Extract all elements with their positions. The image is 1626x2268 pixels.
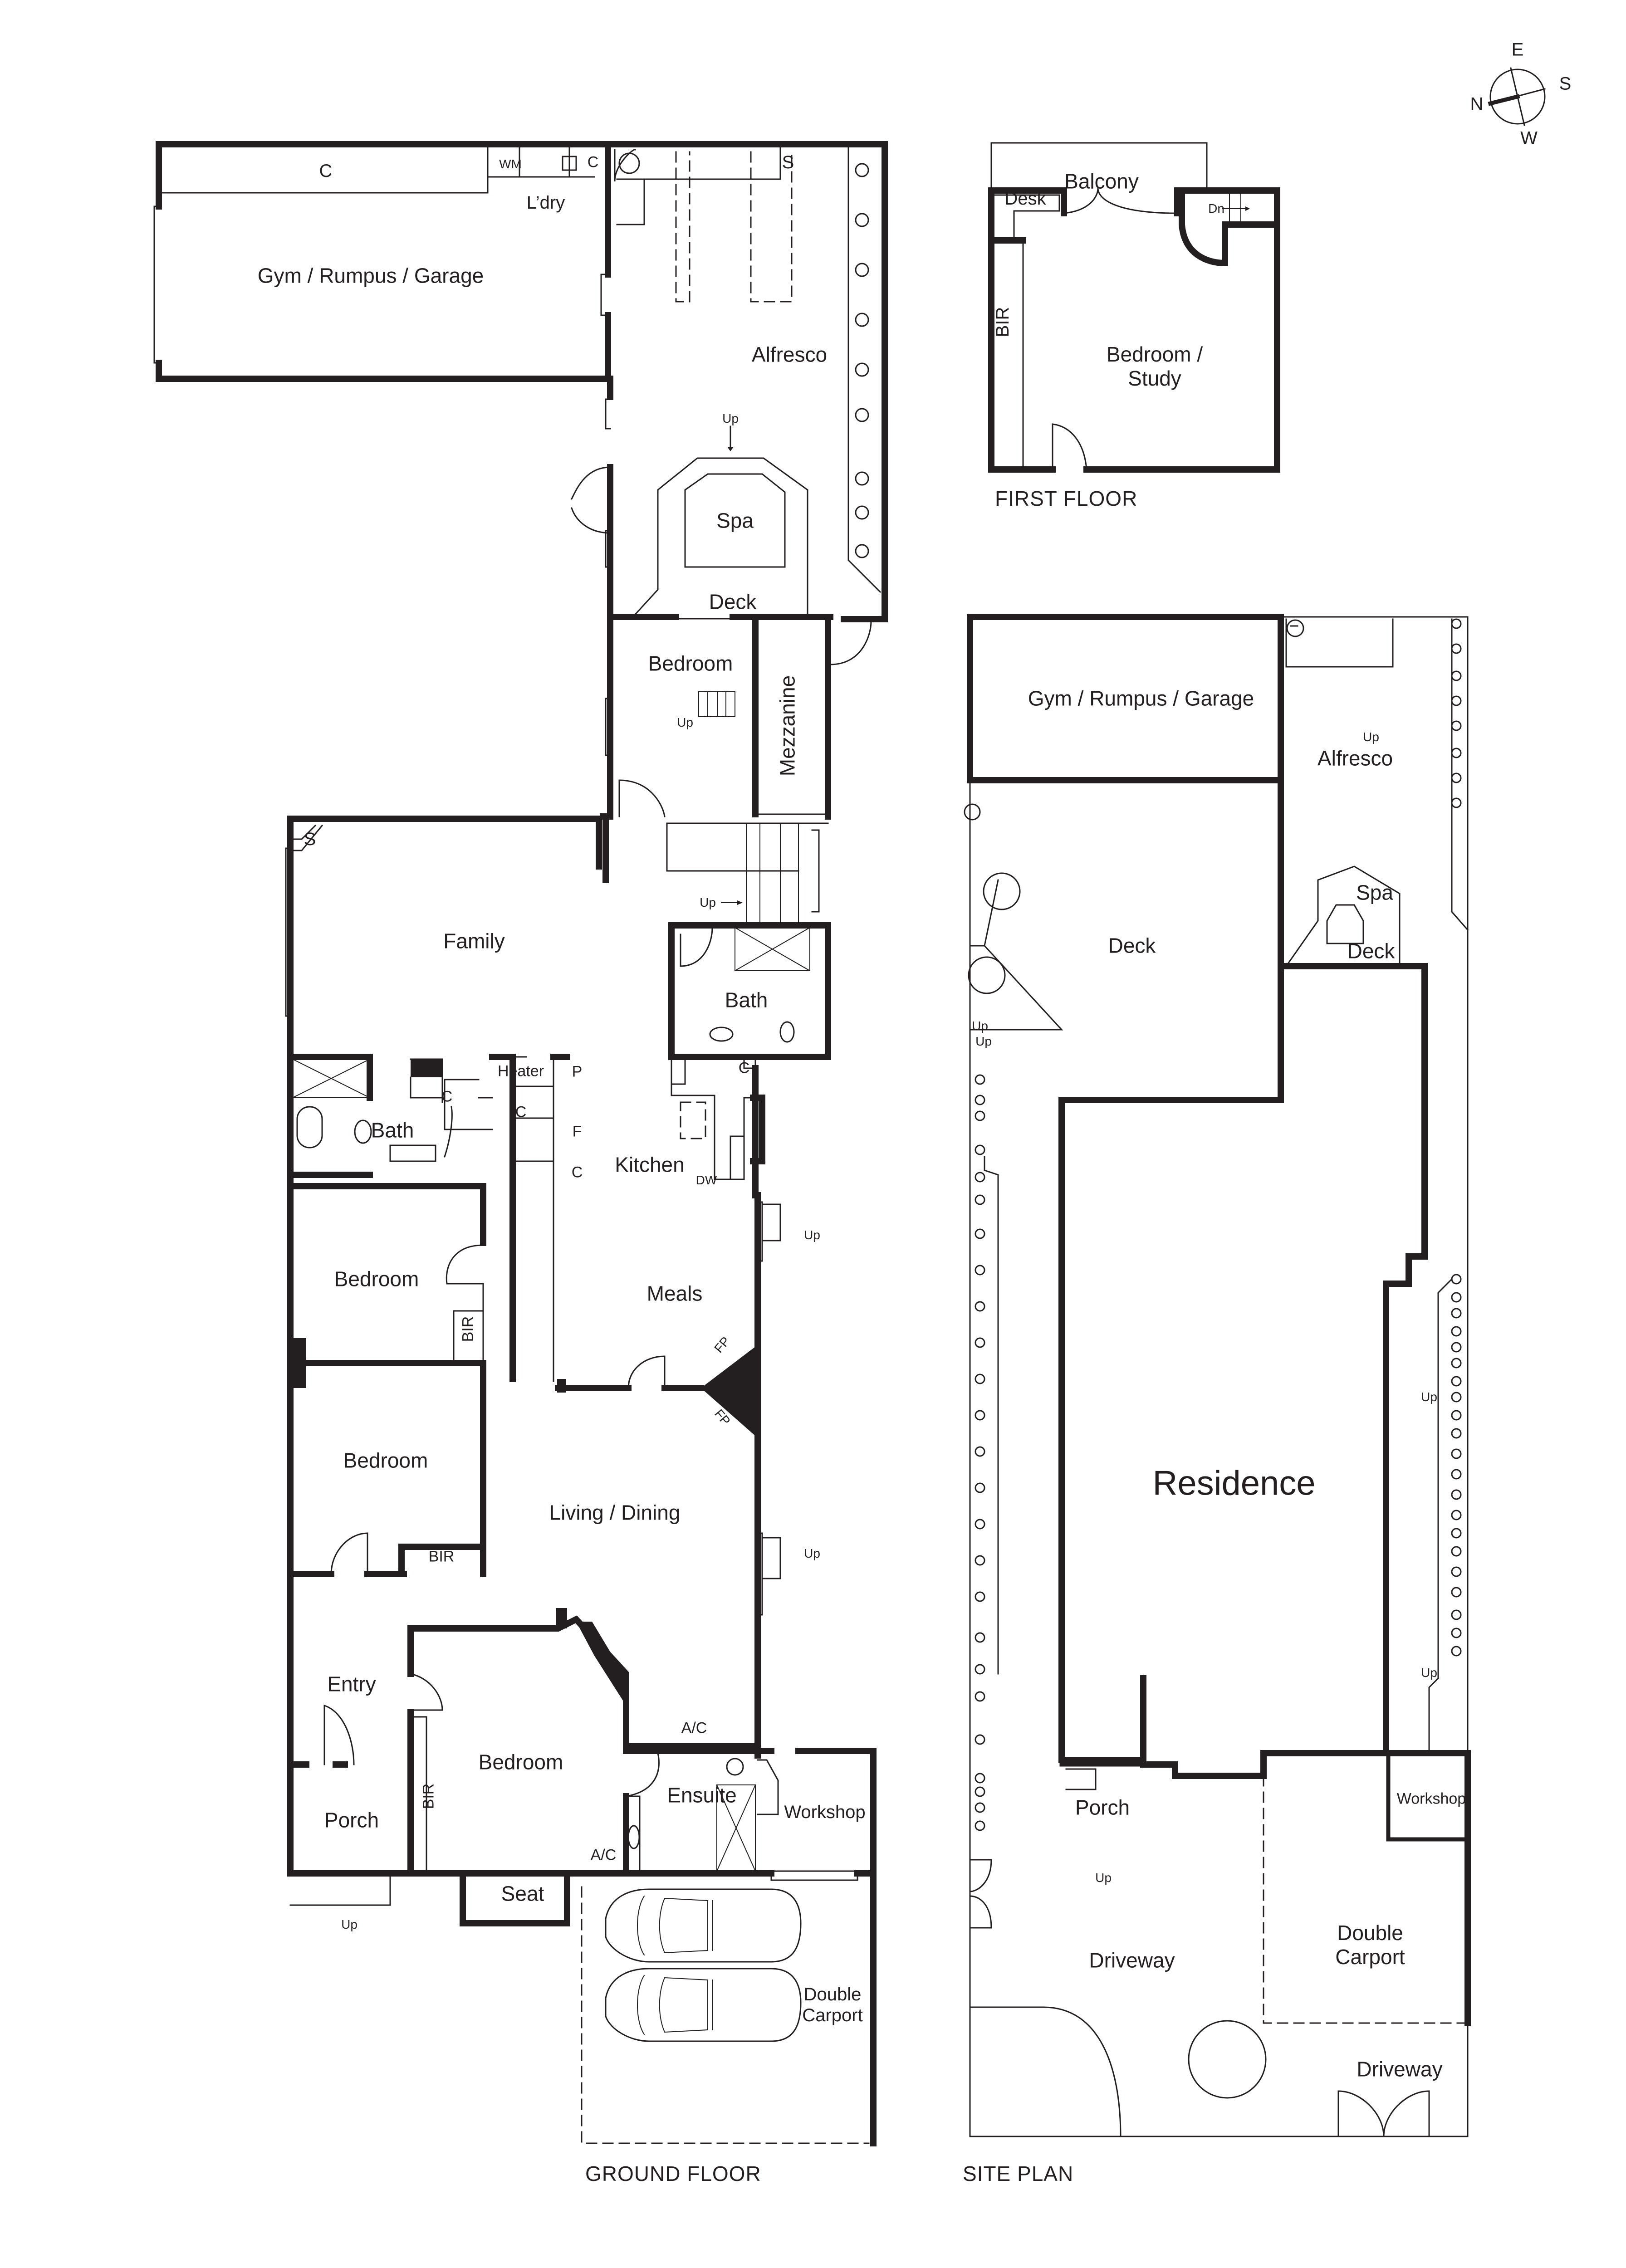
alfresco-label: Alfresco — [751, 342, 828, 367]
master-bedroom-label: Bedroom — [478, 1750, 563, 1774]
porch-up-label: Up — [341, 1917, 358, 1931]
compass-north-label: N — [1470, 94, 1484, 114]
site-spa-deck-label: Deck — [1347, 939, 1395, 963]
car-icon — [605, 1888, 802, 2042]
site-path-up-label: Up — [975, 1034, 992, 1048]
site-spa-up-label: Up — [1363, 729, 1379, 744]
family-storage-label: S — [304, 829, 316, 849]
alfresco-storage-label: S — [782, 152, 794, 172]
site-side-up-label: Up — [1421, 1389, 1437, 1404]
bedroom-3-bir-label: BIR — [428, 1548, 455, 1565]
ground-floor-walls — [153, 141, 888, 2146]
site-plan-walls — [967, 614, 1471, 2137]
porch-label: Porch — [324, 1808, 379, 1832]
workshop-label: Workshop — [784, 1802, 866, 1822]
ground-floor-title: GROUND FLOOR — [585, 2162, 761, 2185]
washing-machine-label: WM — [499, 156, 522, 171]
first-floor-title: FIRST FLOOR — [995, 487, 1138, 510]
compass-east-label: E — [1511, 39, 1524, 60]
site-driveway-2-label: Driveway — [1357, 2057, 1443, 2081]
bedroom-2-bir-label: BIR — [459, 1316, 477, 1342]
kitchen-label: Kitchen — [615, 1153, 685, 1177]
mezzanine-label: Mezzanine — [775, 675, 799, 777]
site-spa-label: Spa — [1356, 880, 1393, 904]
site-carport-label: Double Carport — [1335, 1921, 1405, 1969]
hall-cupboard-label: C — [515, 1103, 527, 1121]
ac-unit-label: A/C — [681, 1719, 707, 1737]
bedroom-3-label: Bedroom — [343, 1448, 428, 1472]
spa-up-label: Up — [722, 411, 739, 425]
gym-rumpus-garage-label: Gym / Rumpus / Garage — [257, 264, 484, 288]
entry-label: Entry — [327, 1672, 376, 1696]
site-gym-rumpus-garage-label: Gym / Rumpus / Garage — [1028, 686, 1254, 710]
balcony-label: Balcony — [1064, 169, 1139, 193]
living-dining-label: Living / Dining — [549, 1501, 681, 1525]
first-floor-walls — [988, 142, 1280, 473]
kitchen-corner-cupboard-label: C — [738, 1059, 750, 1077]
site-deck-label: Deck — [1108, 934, 1156, 958]
heater-label: Heater — [497, 1062, 544, 1080]
desk-label: Desk — [1004, 189, 1046, 209]
family-label: Family — [443, 929, 505, 953]
meals-label: Meals — [646, 1281, 703, 1305]
dishwasher-label: DW — [695, 1173, 717, 1187]
stair-down-label: Dn — [1208, 201, 1224, 215]
residence-label: Residence — [1152, 1464, 1316, 1503]
master-bir-label: BIR — [420, 1783, 437, 1809]
ac-unit-2-label: A/C — [590, 1846, 617, 1864]
bedroom-study-label: Bedroom / Study — [1106, 342, 1203, 390]
rear-bedroom-stair-up-label: Up — [677, 715, 693, 729]
site-porch-up-label: Up — [1095, 1870, 1112, 1885]
site-side-up-2-label: Up — [1421, 1665, 1437, 1680]
stair-up-label: Up — [700, 895, 716, 909]
deck-label: Deck — [709, 590, 757, 614]
rear-bath-label: Bath — [725, 988, 768, 1012]
bath-cupboard-label: C — [441, 1088, 453, 1105]
living-up-label: Up — [804, 1546, 820, 1560]
compass-south-label: S — [1559, 73, 1572, 94]
pantry-label: P — [572, 1063, 583, 1080]
seat-label: Seat — [501, 1882, 544, 1906]
site-porch-label: Porch — [1075, 1795, 1130, 1819]
kitchen-cupboard-label: C — [571, 1163, 583, 1181]
site-alfresco-label: Alfresco — [1317, 746, 1393, 770]
compass-west-label: W — [1520, 128, 1538, 148]
gym-cupboard-label: C — [319, 161, 333, 181]
site-plan-title: SITE PLAN — [963, 2162, 1074, 2185]
meals-up-label: Up — [804, 1227, 820, 1242]
main-bath-label: Bath — [371, 1118, 414, 1142]
rear-bedroom-label: Bedroom — [648, 651, 733, 675]
bedroom-2-label: Bedroom — [334, 1267, 419, 1291]
ensuite-label: Ensuite — [667, 1783, 737, 1807]
first-floor-bir-label: BIR — [993, 307, 1013, 337]
compass-icon — [1488, 67, 1546, 126]
carport-label: Double Carport — [802, 1984, 863, 2025]
site-deck-up-label: Up — [972, 1018, 988, 1033]
shrub-icons — [855, 163, 1462, 2099]
site-workshop-label: Workshop — [1396, 1790, 1466, 1808]
laundry-cupboard-label: C — [587, 153, 599, 171]
fridge-label: F — [572, 1123, 582, 1140]
site-driveway-label: Driveway — [1089, 1948, 1175, 1972]
spa-label: Spa — [716, 508, 754, 533]
laundry-label: L’dry — [526, 193, 565, 213]
